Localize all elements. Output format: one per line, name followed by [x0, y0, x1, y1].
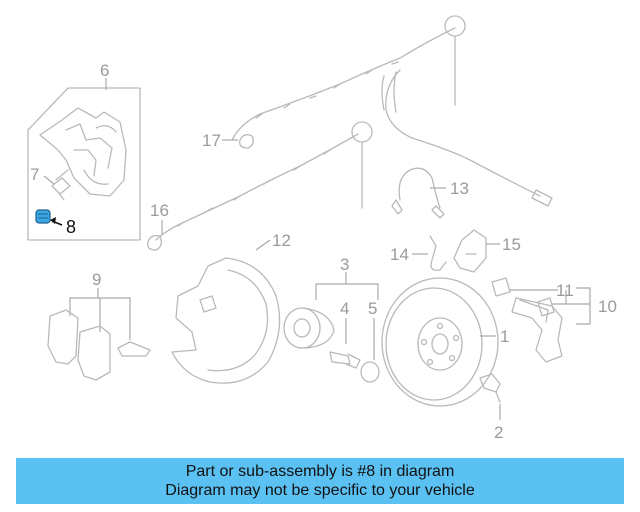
callout-17: 17 — [202, 131, 221, 150]
hub-group — [283, 272, 380, 383]
abs-cable-upper — [231, 27, 456, 141]
rotor-bolt-hole — [452, 334, 460, 342]
wear-sensor-13-cable — [398, 167, 441, 209]
wheel-hub-3 — [283, 307, 321, 349]
guide-pin-11a — [491, 277, 511, 297]
callout-9: 9 — [92, 270, 101, 289]
bleeder-screw — [51, 169, 71, 201]
abs-grommet-lower — [351, 121, 373, 143]
carrier-detail — [519, 299, 549, 323]
callout-12: 12 — [272, 231, 291, 250]
rotor-bolt-hole — [436, 322, 444, 330]
abs-harness-group — [147, 15, 553, 251]
rotor-group — [381, 277, 501, 420]
parts-diagram: 6 7 8 9 17 16 12 3 4 5 1 2 13 14 15 11 1… — [27, 15, 617, 442]
abs-grommet-top — [444, 15, 466, 37]
wear-sensor-group — [391, 167, 500, 273]
caliper-detail — [65, 123, 113, 177]
callout-4: 4 — [340, 299, 349, 318]
brake-rotor-1 — [381, 277, 499, 407]
rotor-center — [431, 333, 449, 355]
wear-sensor-14 — [429, 235, 447, 271]
pad-spring-clip — [117, 341, 151, 357]
callout-8[interactable]: 8 — [66, 217, 76, 237]
callout-10-11-bracket — [510, 287, 591, 325]
callout-8-arrowhead — [50, 217, 56, 224]
caliper-body — [39, 107, 127, 197]
callout-7-leader — [43, 175, 55, 185]
rotor-bolt-hole — [420, 338, 428, 346]
abs-cable-right — [385, 69, 541, 197]
callout-3-bracket — [315, 272, 379, 300]
abs-plug-right — [531, 189, 553, 207]
abs-clips-lower — [177, 149, 331, 227]
callout-5: 5 — [368, 299, 377, 318]
callout-16: 16 — [150, 201, 169, 220]
rotor-face — [385, 287, 483, 401]
backing-plate-group — [171, 239, 281, 384]
hub-bolt-4 — [329, 351, 361, 369]
brake-pad-outer — [47, 309, 79, 365]
caliper-carrier-10 — [511, 297, 563, 363]
brake-pads-group — [47, 288, 151, 381]
callout-12-leader — [255, 239, 271, 251]
callout-10: 10 — [598, 297, 617, 316]
backing-plate-detail — [199, 269, 269, 372]
dust-cap-part-8[interactable] — [35, 209, 51, 224]
carrier-group — [491, 277, 591, 363]
backing-plate-12 — [171, 257, 281, 384]
abs-cable-lower — [155, 133, 359, 241]
abs-cable-loop — [381, 71, 397, 113]
callout-13: 13 — [450, 179, 469, 198]
banner-line-disclaimer: Diagram may not be specific to your vehi… — [165, 482, 475, 499]
rotor-hat — [417, 317, 463, 371]
rotor-bolt-hole — [426, 358, 434, 366]
callout-14: 14 — [390, 245, 409, 264]
callout-2: 2 — [494, 423, 503, 442]
wear-sensor-13-ends — [391, 199, 445, 219]
hub-cap-5 — [360, 361, 380, 383]
caliper-box-outline — [27, 87, 141, 241]
brake-pad-inner — [77, 325, 111, 381]
sensor-bracket-15 — [453, 229, 487, 273]
callout-15: 15 — [502, 235, 521, 254]
rotor-screw-2 — [479, 373, 501, 403]
rotor-bolt-hole — [448, 354, 456, 362]
callout-6: 6 — [100, 61, 109, 80]
guide-pin-11b — [537, 297, 555, 317]
wheel-speed-sensor-16 — [147, 234, 162, 251]
abs-clips-upper — [255, 61, 399, 119]
callout-7: 7 — [30, 165, 39, 184]
callout-9-bracket — [69, 288, 131, 340]
callout-labels: 6 7 8 9 17 16 12 3 4 5 1 2 13 14 15 11 1… — [30, 61, 617, 442]
wheel-speed-sensor-17 — [239, 134, 254, 149]
caliper-assembly-group — [27, 78, 141, 241]
callout-11: 11 — [556, 281, 574, 300]
wheel-hub-center — [293, 318, 311, 338]
callout-1: 1 — [500, 327, 509, 346]
info-banner: Part or sub-assembly is #8 in diagram Di… — [16, 458, 624, 504]
wheel-hub-flange — [303, 307, 335, 349]
caliper-detail-2 — [83, 125, 117, 185]
callout-3: 3 — [340, 255, 349, 274]
banner-line-part-number: Part or sub-assembly is #8 in diagram — [185, 463, 455, 480]
